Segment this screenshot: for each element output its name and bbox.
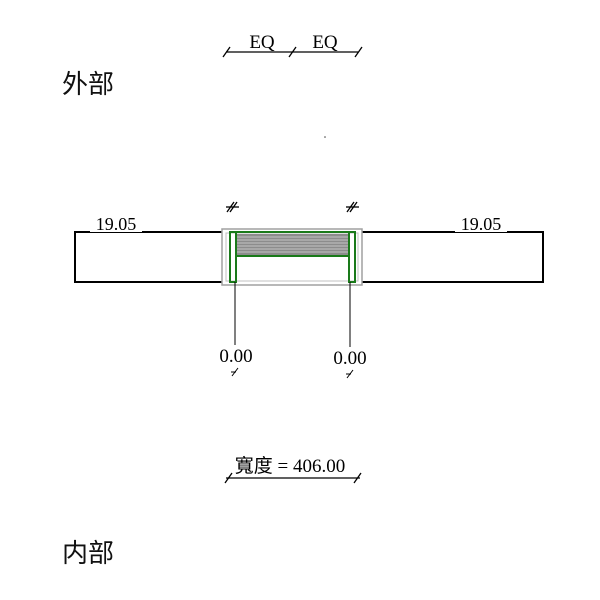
- interior-label: 内部: [62, 539, 115, 569]
- left-leader-text: 0.00: [219, 346, 252, 367]
- exterior-label: 外部: [62, 70, 115, 100]
- leaders: [231, 282, 354, 379]
- eq-left-text: EQ: [249, 32, 275, 53]
- mullion-frame: [229, 231, 356, 283]
- right-leader-text: 0.00: [333, 348, 366, 369]
- break-marks: [226, 201, 359, 213]
- label-bg: [455, 214, 507, 232]
- wall[interactable]: [74, 231, 544, 283]
- width-dimension-text: 寬度 = 406.00: [235, 455, 345, 477]
- left-offset-text: 19.05: [96, 214, 137, 234]
- right-offset-text: 19.05: [461, 214, 502, 234]
- point-marker: [324, 136, 326, 138]
- eq-dimension[interactable]: [222, 46, 363, 58]
- eq-right-text: EQ: [312, 32, 338, 53]
- width-dimension[interactable]: [224, 472, 362, 484]
- glass-hatch: [236, 234, 349, 255]
- label-bg: [90, 214, 142, 232]
- window-frame[interactable]: [221, 228, 363, 286]
